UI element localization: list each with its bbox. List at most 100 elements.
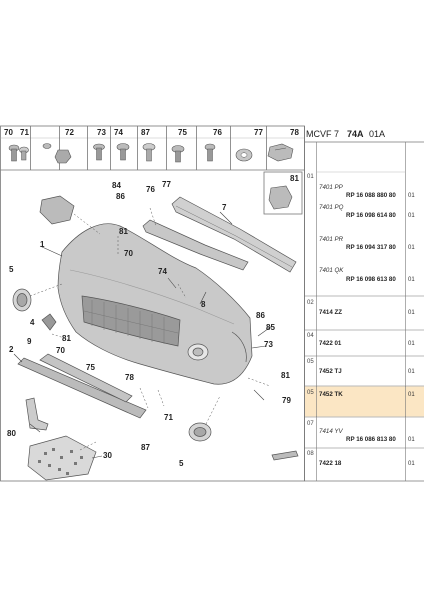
highlight-row xyxy=(305,386,424,417)
ref-code-742218: 7422 18 xyxy=(319,460,342,467)
ref-code-742201: 7422 01 xyxy=(319,340,342,347)
bolt-icon-87 xyxy=(142,143,156,162)
callout-75: 75 xyxy=(86,363,95,372)
callout-81-mid: 81 xyxy=(62,334,71,343)
ref-index-07: 07 xyxy=(307,421,314,427)
inset-label-81: 81 xyxy=(290,174,299,183)
callout-9: 9 xyxy=(27,337,32,346)
fastener-label-73: 73 xyxy=(97,128,106,137)
callout-70-top: 70 xyxy=(124,249,133,258)
ref-qty-7401pp: 01 xyxy=(408,193,415,199)
reference-table: MCVF 7 74A 01A 01 7401 PP RP 16 088 880 … xyxy=(304,126,424,482)
fastener-label-71: 71 xyxy=(20,128,29,137)
grille-cover-left xyxy=(12,288,32,312)
ref-code-7401pr: 7401 PR xyxy=(319,236,344,243)
ref-part-7401pq: RP 16 098 614 80 xyxy=(346,212,396,219)
pin-fastener xyxy=(271,450,299,461)
callout-79: 79 xyxy=(282,396,291,405)
ref-qty-7414yv: 01 xyxy=(408,437,415,443)
reinforcement-beam xyxy=(171,196,297,273)
foam-block-30 xyxy=(27,435,97,481)
fastener-label-77: 77 xyxy=(254,128,263,137)
callout-30: 30 xyxy=(103,451,112,460)
callout-74: 74 xyxy=(158,267,167,276)
callout-labels: 84 86 76 77 7 1 81 70 5 74 8 4 2 9 81 70… xyxy=(7,180,291,468)
callout-8: 8 xyxy=(201,300,206,309)
callout-81-top: 81 xyxy=(119,227,128,236)
callout-1: 1 xyxy=(40,240,45,249)
callout-80: 80 xyxy=(7,429,16,438)
clip-icon-78 xyxy=(267,143,294,162)
callout-86: 86 xyxy=(116,192,125,201)
fastener-label-76: 76 xyxy=(213,128,222,137)
ref-qty-7452tk: 01 xyxy=(408,392,415,398)
fastener-label-72: 72 xyxy=(65,128,74,137)
bolt-icon-76 xyxy=(204,143,216,162)
callout-70-mid: 70 xyxy=(56,346,65,355)
callout-78: 78 xyxy=(125,373,134,382)
ref-part-7401qk: RP 16 098 613 80 xyxy=(346,276,396,283)
fastener-row: 70 71 72 73 74 87 75 76 77 78 xyxy=(0,126,305,171)
ref-qty-7401qk: 01 xyxy=(408,277,415,283)
lower-grille xyxy=(81,295,181,347)
ref-code-7414yv: 7414 YV xyxy=(319,428,343,435)
bolt-icon-71 xyxy=(19,146,29,161)
callout-7: 7 xyxy=(222,203,227,212)
ref-code-7401qk: 7401 QK xyxy=(319,267,344,274)
lower-strip-2 xyxy=(17,357,147,419)
callout-71: 71 xyxy=(164,413,173,422)
bumper-skin xyxy=(57,223,253,385)
ref-code-7414zz: 7414 ZZ xyxy=(319,309,342,316)
bumper-assembly-drawing xyxy=(12,195,299,481)
ref-code-7401pp: 7401 PP xyxy=(319,184,344,191)
fastener-label-70: 70 xyxy=(4,128,13,137)
ref-code-7452tj: 7452 TJ xyxy=(319,368,342,375)
ref-index-05-tk: 05 xyxy=(307,390,314,396)
leader-lines-solid xyxy=(13,211,273,459)
absorber-bar xyxy=(142,219,249,271)
ref-part-7401pp: RP 16 088 880 80 xyxy=(346,192,396,199)
hook-80 xyxy=(25,397,49,431)
fastener-label-87: 87 xyxy=(141,128,150,137)
ref-qty-742201: 01 xyxy=(408,341,415,347)
callout-84: 84 xyxy=(112,181,121,190)
callout-81-right: 81 xyxy=(281,371,290,380)
leader-lines xyxy=(29,207,271,451)
fastener-label-75: 75 xyxy=(178,128,187,137)
bolt-icon-75 xyxy=(171,145,185,163)
ref-code-7452tk: 7452 TK xyxy=(319,391,343,398)
nut-icon-72 xyxy=(42,143,72,164)
grille-cover-bottom xyxy=(188,422,212,442)
ref-code-7401pq: 7401 PQ xyxy=(319,204,344,211)
clip-84 xyxy=(39,195,75,225)
screw-icon-73 xyxy=(93,143,105,161)
ref-qty-742218: 01 xyxy=(408,461,415,467)
ref-qty-7452tj: 01 xyxy=(408,369,415,375)
callout-77: 77 xyxy=(162,180,171,189)
bolt-icon-70 xyxy=(8,144,20,162)
bolt-icon-74 xyxy=(116,143,130,161)
ref-qty-7401pr: 01 xyxy=(408,245,415,251)
callout-5-left: 5 xyxy=(9,265,14,274)
bracket-4 xyxy=(41,313,57,331)
catalog-sheet: 01A xyxy=(369,129,385,139)
ref-index-08: 08 xyxy=(307,451,314,457)
ref-part-7414yv: RP 16 086 813 80 xyxy=(346,436,396,443)
ref-qty-7401pq: 01 xyxy=(408,213,415,219)
catalog-prefix: MCVF 7 xyxy=(306,129,339,139)
ref-index-05-tj: 05 xyxy=(307,359,314,365)
ref-index-02: 02 xyxy=(307,300,314,306)
callout-87: 87 xyxy=(141,443,150,452)
callout-73: 73 xyxy=(264,340,273,349)
callout-2: 2 xyxy=(9,345,14,354)
washer-icon-77 xyxy=(235,148,253,162)
callout-5-bottom: 5 xyxy=(179,459,184,468)
fastener-label-74: 74 xyxy=(114,128,123,137)
spoiler-strip-9 xyxy=(39,353,133,403)
fastener-label-78: 78 xyxy=(290,128,299,137)
callout-85: 85 xyxy=(266,323,275,332)
ref-qty-7414zz: 01 xyxy=(408,310,415,316)
inset-box-81: 81 xyxy=(263,171,303,215)
callout-76: 76 xyxy=(146,185,155,194)
